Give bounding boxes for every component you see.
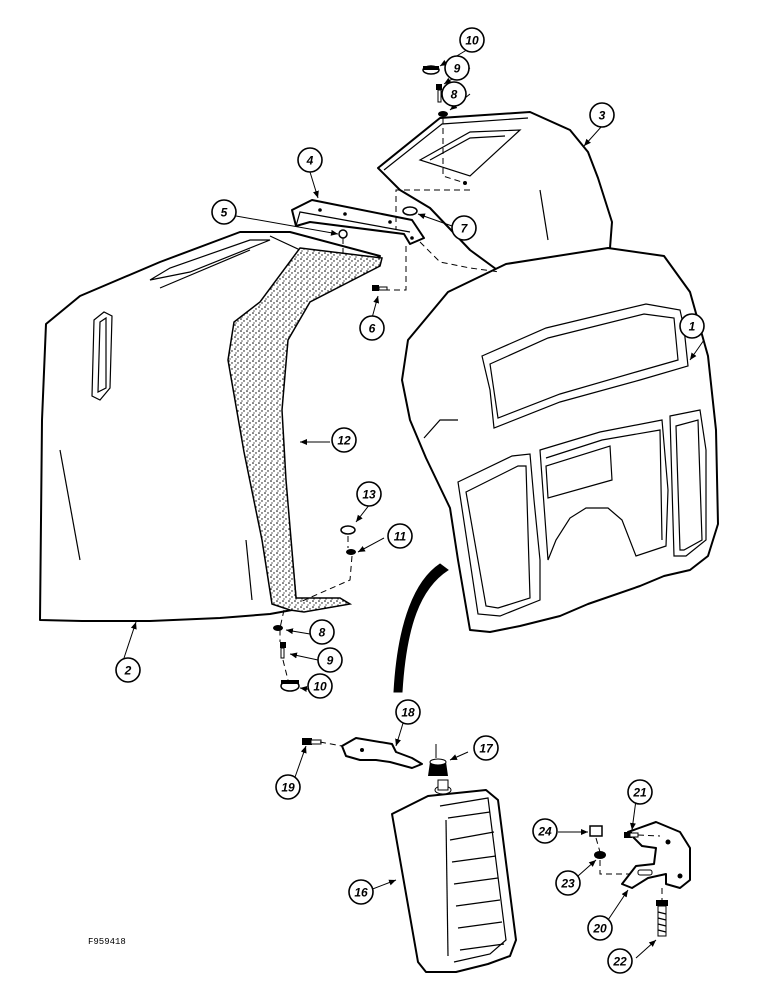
callout-label: 17 bbox=[479, 742, 494, 756]
assembly-lines bbox=[279, 118, 663, 902]
callout-8-top: 8 bbox=[441, 81, 467, 107]
l-bracket bbox=[621, 821, 691, 889]
callout-circle bbox=[348, 879, 374, 905]
callout-circle bbox=[297, 147, 323, 173]
callout-label: 24 bbox=[537, 825, 552, 839]
small-bolt bbox=[302, 738, 322, 745]
callout-circle bbox=[444, 55, 470, 81]
dash-cover bbox=[401, 247, 719, 633]
callout-17: 17 bbox=[473, 735, 499, 761]
rubber-mount bbox=[428, 744, 448, 776]
callout-13: 13 bbox=[356, 481, 382, 507]
callout-10-bottom: 10 bbox=[307, 673, 333, 699]
callout-circle bbox=[387, 523, 413, 549]
callout-circle bbox=[331, 427, 357, 453]
callout-label: 1 bbox=[689, 320, 696, 334]
wiring-harness bbox=[393, 563, 449, 693]
callout-12: 12 bbox=[331, 427, 357, 453]
hardware-right bbox=[589, 825, 639, 859]
callout-circle bbox=[211, 199, 237, 225]
callout-23: 23 bbox=[555, 870, 581, 896]
figure-id: F959418 bbox=[88, 937, 126, 947]
callout-circle bbox=[309, 619, 335, 645]
foam-seal-strip bbox=[227, 247, 383, 613]
callout-label: 22 bbox=[612, 955, 627, 969]
callout-circle bbox=[451, 215, 477, 241]
callout-circle bbox=[587, 915, 613, 941]
callout-label: 4 bbox=[306, 154, 314, 168]
callout-4: 4 bbox=[297, 147, 323, 173]
callout-circle bbox=[275, 774, 301, 800]
callout-label: 20 bbox=[592, 922, 607, 936]
callout-label: 6 bbox=[369, 322, 376, 336]
callout-label: 11 bbox=[394, 530, 407, 544]
callout-label: 23 bbox=[560, 877, 575, 891]
callout-20: 20 bbox=[587, 915, 613, 941]
callout-label: 8 bbox=[451, 88, 458, 102]
hardware-bottom bbox=[273, 625, 300, 692]
callout-9-bottom: 9 bbox=[317, 647, 343, 673]
callout-22: 22 bbox=[607, 948, 633, 974]
callout-label: 12 bbox=[337, 434, 351, 448]
callout-label: 5 bbox=[221, 206, 228, 220]
callout-label: 10 bbox=[465, 34, 479, 48]
hardware-mid bbox=[338, 206, 418, 555]
callout-circle bbox=[679, 313, 705, 339]
callout-8-bottom: 8 bbox=[309, 619, 335, 645]
callout-circle bbox=[441, 81, 467, 107]
callout-circle bbox=[459, 27, 485, 53]
callout-circle bbox=[317, 647, 343, 673]
callout-5: 5 bbox=[211, 199, 237, 225]
hex-bolt bbox=[656, 900, 668, 937]
callout-label: 9 bbox=[454, 62, 461, 76]
callout-circle bbox=[115, 657, 141, 683]
callout-6: 6 bbox=[359, 315, 385, 341]
callout-label: 8 bbox=[319, 626, 326, 640]
callout-circle bbox=[395, 699, 421, 725]
side-cover bbox=[39, 231, 381, 622]
callout-label: 9 bbox=[327, 654, 334, 668]
callout-label: 21 bbox=[632, 786, 647, 800]
callout-1: 1 bbox=[679, 313, 705, 339]
callout-label: 13 bbox=[362, 488, 376, 502]
hardware-top bbox=[422, 65, 448, 117]
callout-10-top: 10 bbox=[459, 27, 485, 53]
callout-circle bbox=[627, 779, 653, 805]
callout-16: 16 bbox=[348, 879, 374, 905]
callout-circle bbox=[532, 818, 558, 844]
plate-bracket bbox=[341, 737, 423, 769]
callout-circle bbox=[307, 673, 333, 699]
callout-circle bbox=[607, 948, 633, 974]
callout-9-top: 9 bbox=[444, 55, 470, 81]
callout-11: 11 bbox=[387, 523, 413, 549]
callout-label: 7 bbox=[461, 222, 469, 236]
callout-label: 3 bbox=[599, 109, 606, 123]
callout-circle bbox=[555, 870, 581, 896]
callout-3: 3 bbox=[589, 102, 615, 128]
callout-label: 16 bbox=[354, 886, 368, 900]
callout-19: 19 bbox=[275, 774, 301, 800]
callout-circle bbox=[589, 102, 615, 128]
callout-2: 2 bbox=[115, 657, 141, 683]
callout-circle bbox=[356, 481, 382, 507]
louvre-housing bbox=[391, 779, 517, 973]
callout-21: 21 bbox=[627, 779, 653, 805]
callout-label: 2 bbox=[124, 664, 132, 678]
callout-7: 7 bbox=[451, 215, 477, 241]
callout-24: 24 bbox=[532, 818, 558, 844]
callout-18: 18 bbox=[395, 699, 421, 725]
callout-label: 19 bbox=[281, 781, 295, 795]
callout-circle bbox=[359, 315, 385, 341]
callout-label: 18 bbox=[401, 706, 415, 720]
callout-circle bbox=[473, 735, 499, 761]
mounting-bracket bbox=[291, 199, 425, 245]
callout-label: 10 bbox=[313, 680, 327, 694]
